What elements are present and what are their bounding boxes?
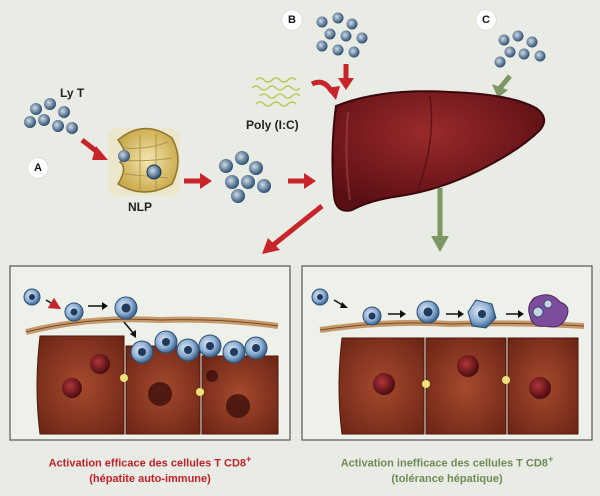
- tcell-cluster-c: [494, 30, 546, 68]
- effector-tcells-left: [130, 330, 268, 364]
- label-b: B: [282, 10, 302, 30]
- arrow-liver-to-left-panel: [262, 204, 324, 254]
- damaged-hepatocyte: [226, 394, 250, 418]
- hepatocyte-nucleus: [90, 354, 110, 374]
- arrow-b-to-liver: [338, 64, 354, 90]
- arrow-tcells-to-liver: [288, 173, 316, 189]
- caption-right: Activation inefficace des cellules T CD8…: [302, 452, 592, 487]
- hepatocyte-nucleus: [373, 373, 395, 395]
- caption-left-superscript: +: [246, 454, 252, 464]
- tcell-cluster-b: [316, 12, 368, 58]
- tcell-migration-left: [23, 288, 138, 338]
- caption-right-line2: (tolérance hépatique): [391, 472, 503, 485]
- poly-ic-strands: [251, 77, 301, 107]
- panel-left: [9, 265, 291, 441]
- arrow-lyt-to-nlp: [80, 138, 108, 160]
- junction-marker: [120, 374, 128, 382]
- kupffer-cell: [528, 294, 569, 328]
- junction-marker: [196, 388, 204, 396]
- label-ly-t: Ly T: [60, 86, 85, 100]
- damaged-hepatocyte: [148, 382, 172, 406]
- arrow-c-to-liver: [492, 74, 512, 98]
- junction-marker: [422, 380, 430, 388]
- caption-right-line1: Activation inefficace des cellules T CD8: [340, 457, 548, 470]
- hepatocyte-nucleus: [62, 378, 82, 398]
- hepatocyte-nucleus: [457, 355, 479, 377]
- label-a: A: [28, 158, 48, 178]
- label-poly-ic: Poly (I:C): [246, 118, 299, 132]
- arrow-poly-to-liver: [310, 79, 340, 100]
- liver: [331, 90, 546, 212]
- caption-left: Activation efficace des cellules T CD8+ …: [10, 452, 290, 487]
- panel-right: [301, 265, 593, 441]
- naive-tcell-cluster: [24, 98, 78, 134]
- hepatocyte-nucleus: [529, 377, 551, 399]
- caption-left-line2: (hépatite auto-immune): [89, 472, 211, 485]
- label-nlp: NLP: [128, 200, 152, 214]
- junction-marker: [502, 376, 510, 384]
- arrow-liver-to-right-panel: [431, 188, 449, 252]
- caption-right-superscript: +: [547, 454, 554, 464]
- activated-tcell-cluster: [219, 151, 271, 203]
- hepatocyte-row-right: [338, 337, 579, 435]
- lymph-node: [108, 127, 180, 196]
- caption-left-line1: Activation efficace des cellules T CD8: [48, 457, 247, 470]
- label-c: C: [476, 10, 496, 30]
- arrow-nlp-to-tcells: [184, 173, 212, 189]
- hepatocyte-row-left: [36, 335, 279, 435]
- tcell-migration-right: [311, 288, 569, 329]
